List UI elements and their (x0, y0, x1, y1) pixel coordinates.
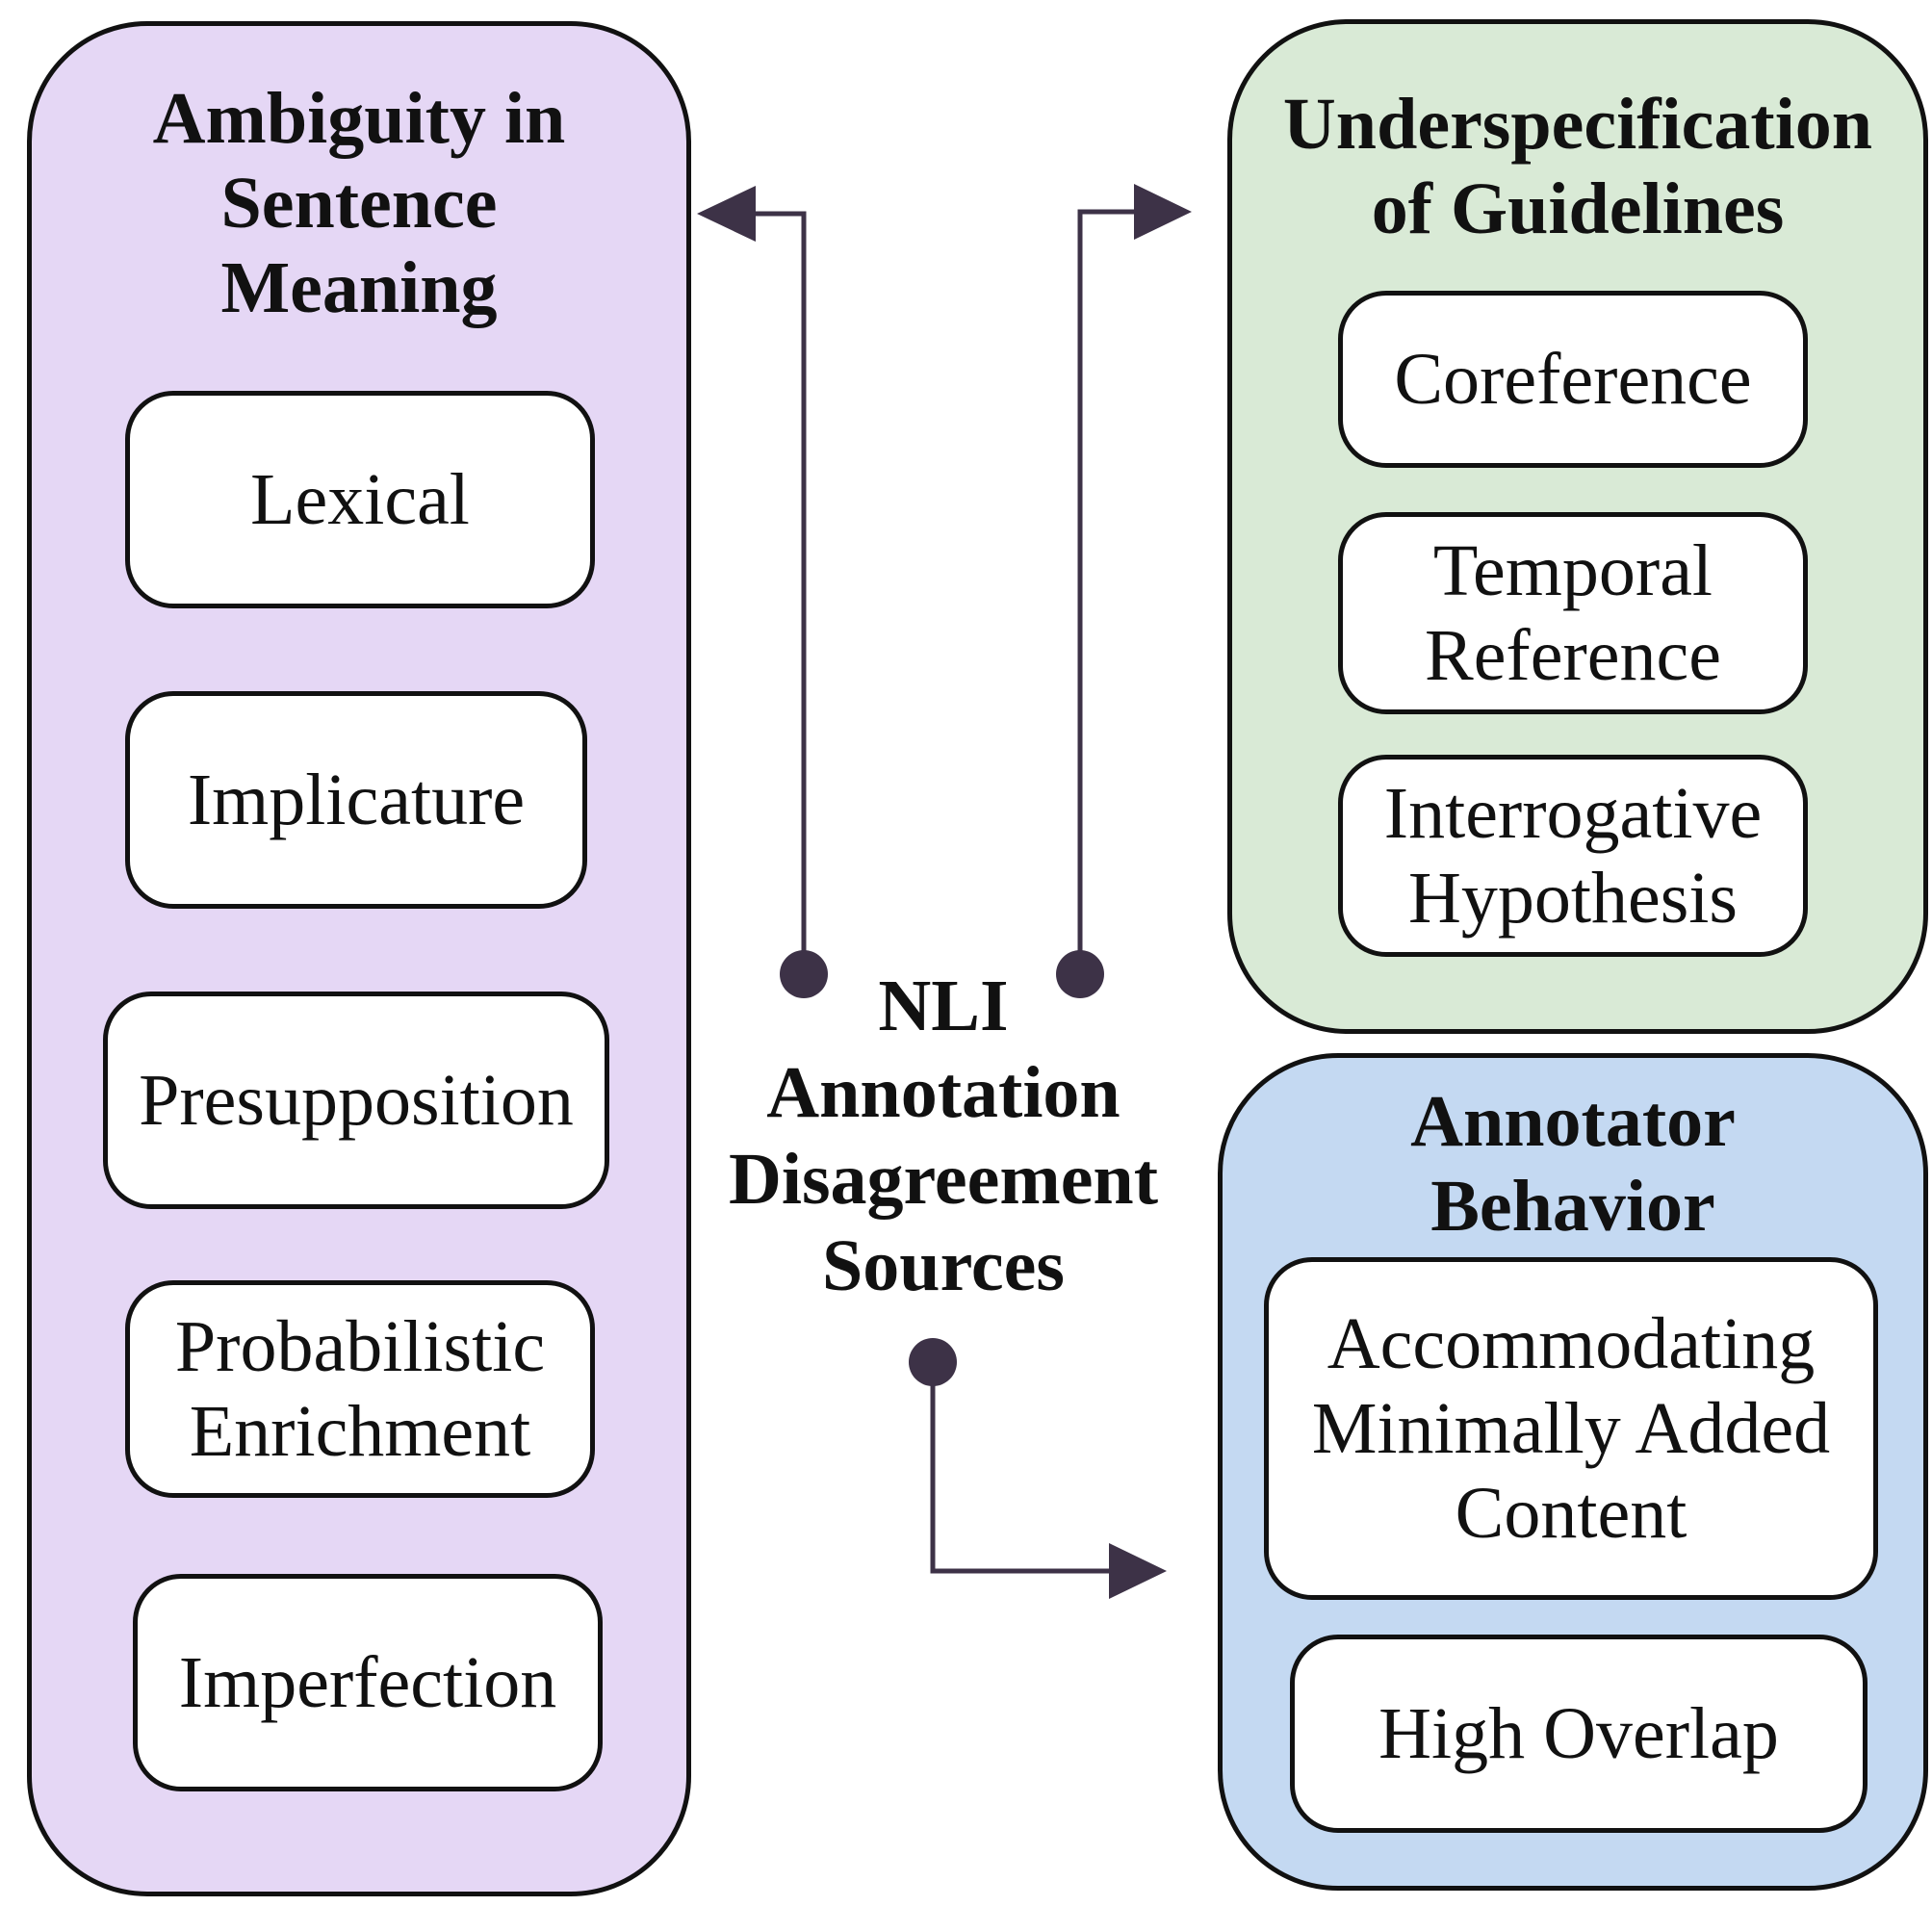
center-label: NLI Annotation Disagreement Sources (728, 966, 1159, 1306)
item-accommodating-minimally-added-content: Accommodating Minimally Added Content (1264, 1257, 1878, 1600)
item-presupposition: Presupposition (103, 992, 609, 1209)
group-ambiguity-title: Ambiguity in Sentence Meaning (152, 78, 566, 328)
group-behavior-title: Annotator Behavior (1410, 1081, 1736, 1247)
item-implicature: Implicature (125, 691, 587, 909)
item-interrogative-hypothesis: Interrogative Hypothesis (1338, 755, 1808, 957)
connector-to-behavior (909, 1338, 1167, 1599)
item-probabilistic-enrichment: Probabilistic Enrichment (125, 1280, 595, 1498)
item-coreference: Coreference (1338, 291, 1808, 468)
connector-to-guidelines (1056, 184, 1192, 998)
item-imperfection: Imperfection (133, 1574, 603, 1791)
item-lexical: Lexical (125, 391, 595, 608)
connector-to-ambiguity (697, 186, 828, 998)
item-high-overlap: High Overlap (1290, 1635, 1868, 1833)
group-guidelines-title: Underspecification of Guidelines (1282, 84, 1873, 249)
item-temporal-reference: Temporal Reference (1338, 512, 1808, 714)
